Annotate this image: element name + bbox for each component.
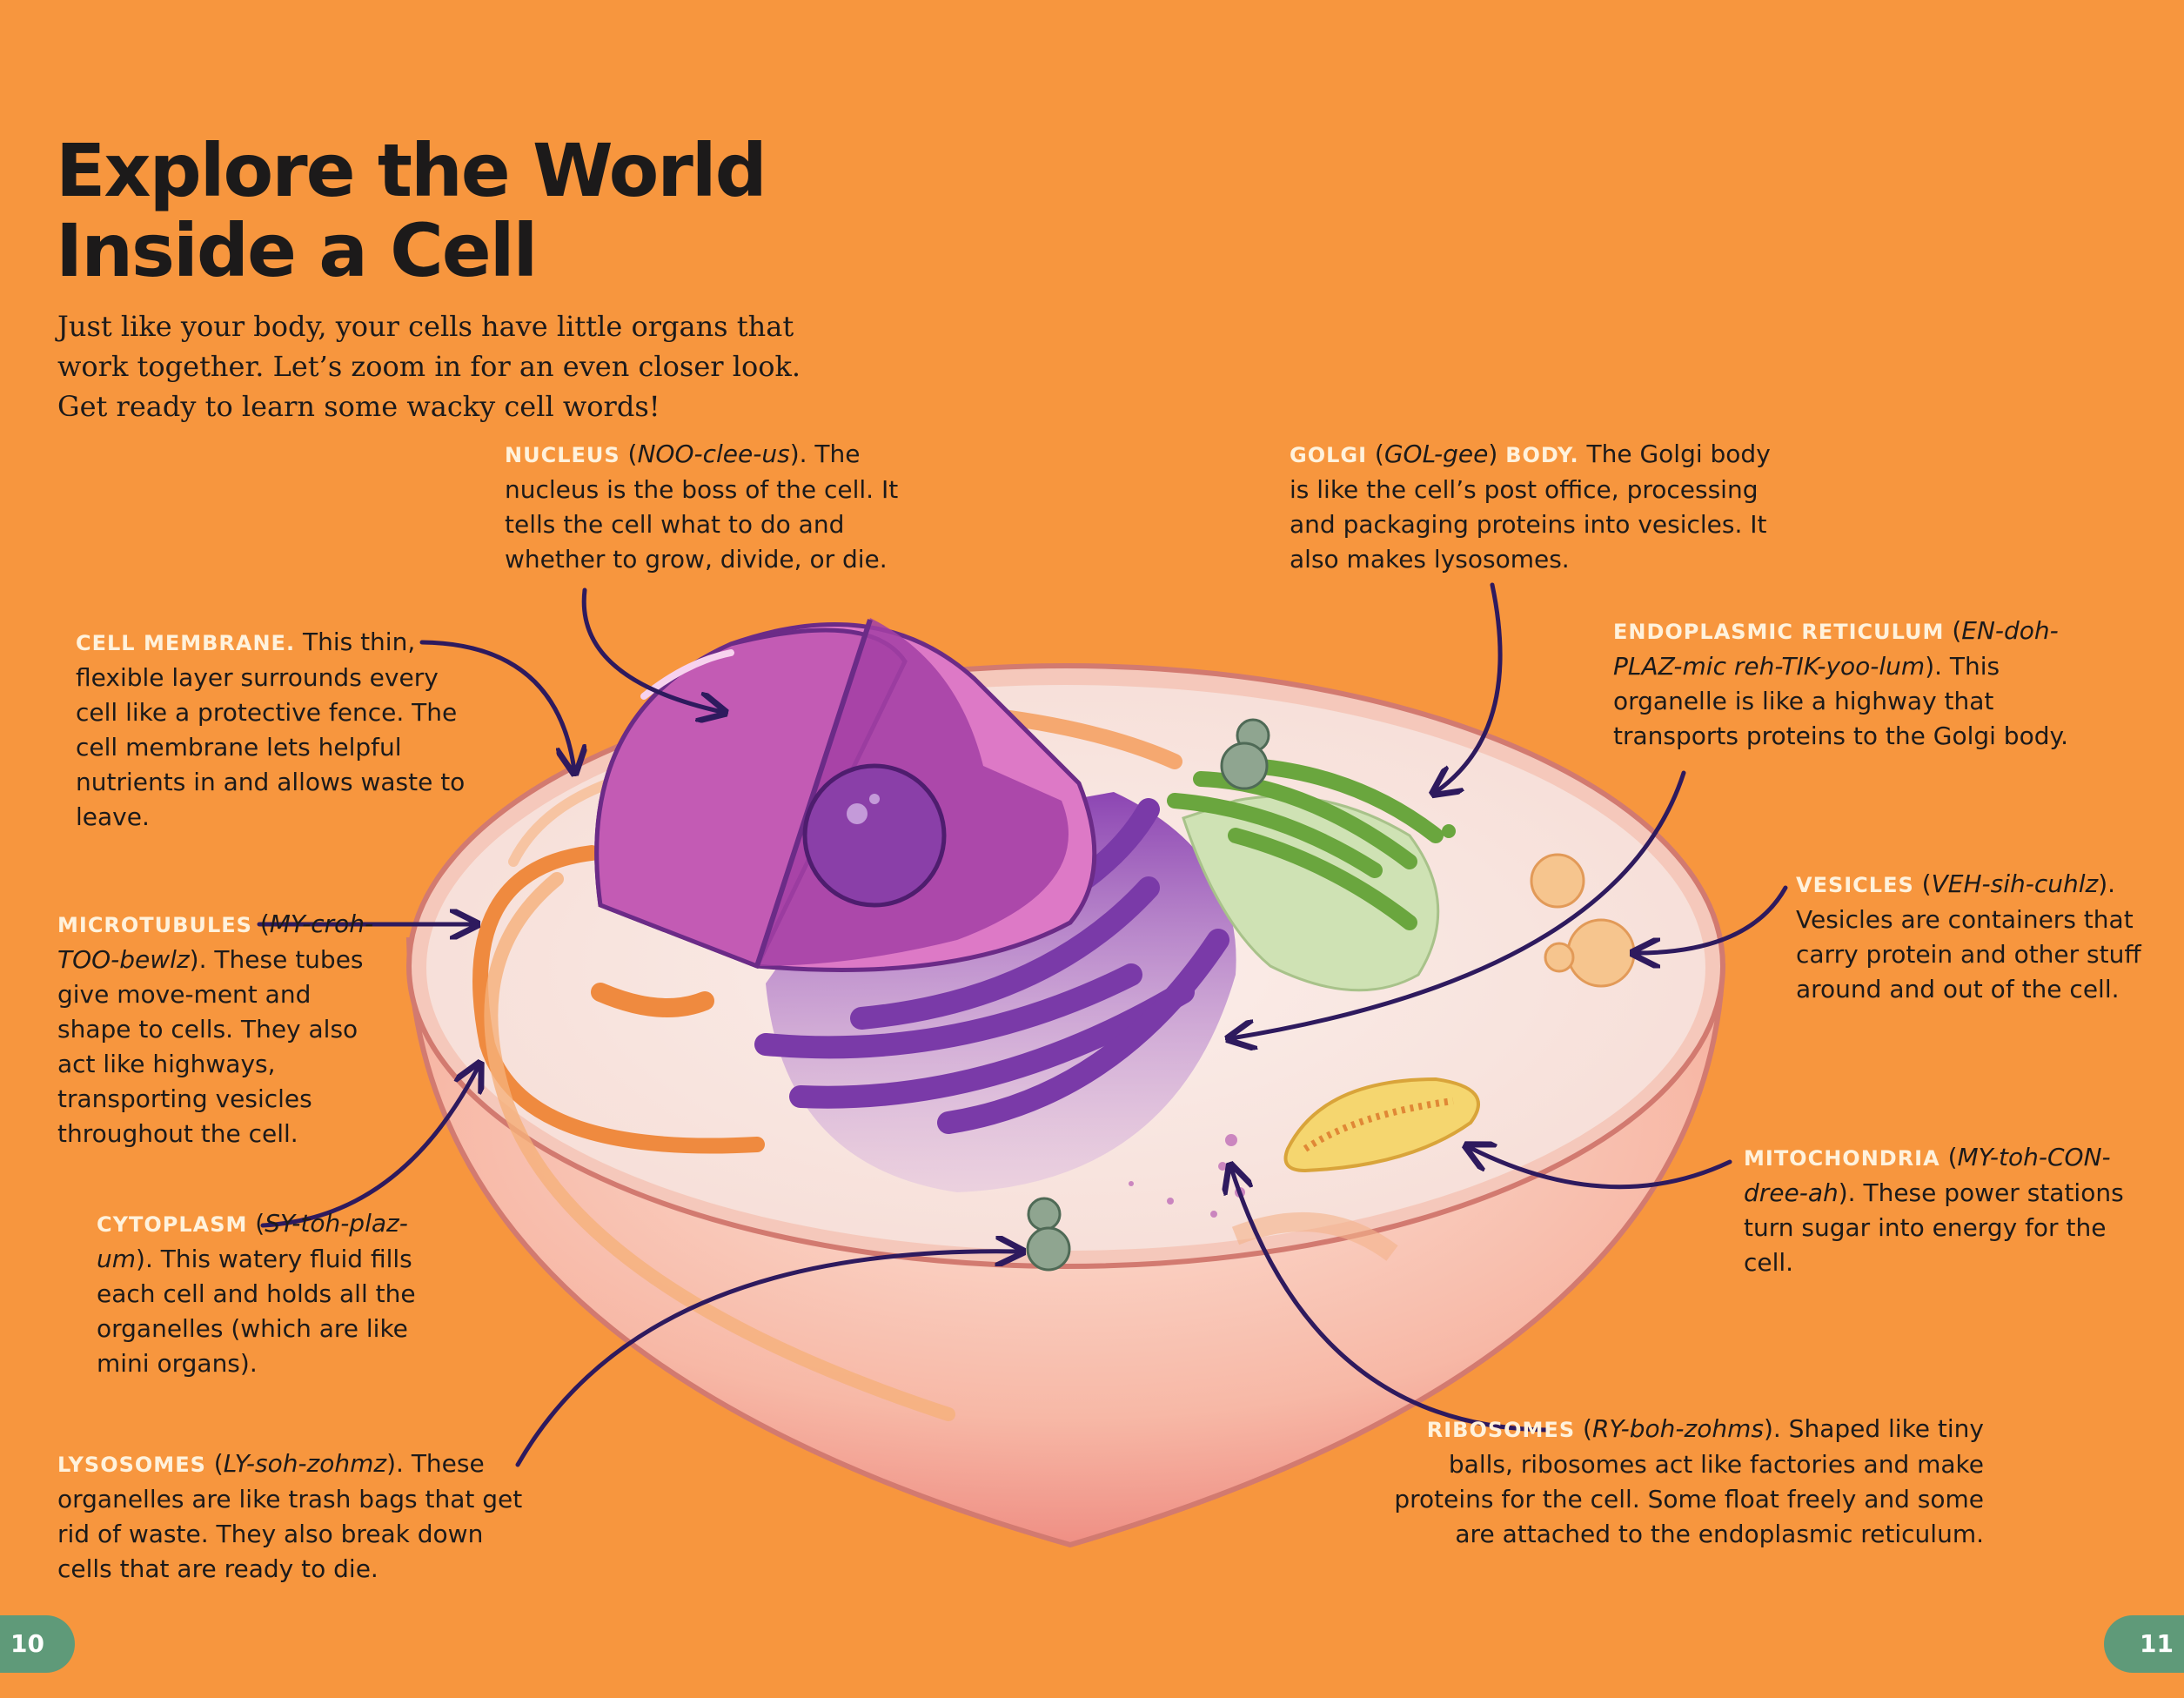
arrow-mitochondria	[1469, 1147, 1732, 1190]
label-microtubules: MICROTUBULES (MY-croh-TOO-bewlz). These …	[57, 909, 374, 1148]
label-endoplasmic-reticulum: ENDOPLASMIC RETICULUM (EN-doh-PLAZ-mic r…	[1613, 616, 2068, 750]
page-number-left: 10	[0, 1615, 75, 1673]
arrow-nucleus	[581, 587, 722, 712]
page-number-right: 11	[2104, 1615, 2184, 1673]
intro-paragraph: Just like your body, your cells have lit…	[57, 310, 801, 423]
label-cell-membrane: CELL MEMBRANE. This thin, flexible layer…	[76, 628, 466, 831]
label-mitochondria: MITOCHONDRIA (MY-toh-CON-dree-ah). These…	[1744, 1143, 2124, 1277]
label-nucleus: NUCLEUS (NOO-clee-us). The nucleus is th…	[505, 440, 899, 574]
label-ribosomes: RIBOSOMES (RY-boh-zohms). Shaped like ti…	[1394, 1414, 1984, 1548]
title-line-1: Explore the World	[56, 128, 767, 213]
page-title: Explore the World Inside a Cell	[56, 128, 767, 293]
golgi-body	[1167, 758, 1456, 992]
lysosomes	[1026, 718, 1270, 1272]
title-line-2: Inside a Cell	[56, 208, 538, 293]
vesicles	[1530, 853, 1636, 988]
label-golgi-body: GOLGI (GOL-gee) BODY. The Golgi body is …	[1290, 440, 1771, 574]
label-cytoplasm: CYTOPLASM (SY-toh-plaz-um). This watery …	[97, 1209, 416, 1378]
pointer-arrows	[257, 582, 1788, 1467]
label-lysosomes: LYSOSOMES (LY-soh-zohmz). These organell…	[57, 1449, 523, 1583]
arrow-cytoplasm	[260, 1066, 479, 1228]
arrow-er	[1231, 770, 1686, 1038]
arrow-ribosomes	[1231, 1168, 1550, 1433]
arrow-membrane	[419, 640, 574, 770]
arrow-lysosomes	[515, 1252, 1020, 1467]
arrow-vesicles	[1636, 885, 1788, 953]
label-vesicles: VESICLES (VEH-sih-cuhlz). Vesicles are c…	[1796, 869, 2141, 1003]
arrow-golgi	[1436, 582, 1503, 792]
